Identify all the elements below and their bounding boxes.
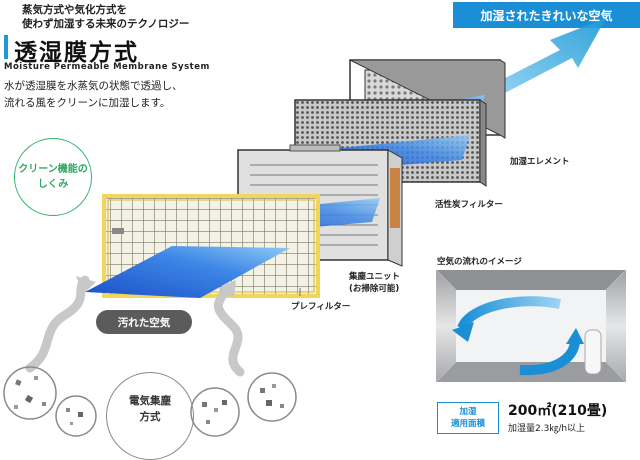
title-english: Moisture Permeable Membrane System: [4, 62, 210, 72]
mechanism-line1: クリーン機能の: [18, 164, 88, 175]
label-dust-unit-line1: 集塵ユニット: [349, 272, 401, 282]
mechanism-line2: しくみ: [37, 179, 69, 190]
dirty-air-arrowhead-left: [76, 276, 96, 294]
flow-title: 空気の流れのイメージ: [437, 257, 522, 267]
description-line2: 流れる風をクリーンに加湿します。: [4, 97, 171, 109]
electric-dust-badge: 電気集塵 方式: [106, 372, 194, 460]
clean-air-badge: 加湿されたきれいな空気: [453, 2, 640, 28]
area-badge-line1: 加湿: [459, 407, 477, 417]
subtitle-line2: 使わず加湿する未来のテクノロジー: [22, 18, 190, 30]
label-pre-filter: プレフィルター: [291, 302, 351, 312]
area-humidify-amount: 加湿量2.3㎏/h以上: [508, 424, 586, 434]
dust-particles-far-right: [247, 372, 297, 422]
label-dust-unit-line2: (お掃除可能): [349, 284, 400, 294]
area-badge: 加湿 適用面積: [437, 402, 499, 434]
dirty-air-arrows: [25, 275, 245, 377]
area-badge-line2: 適用面積: [450, 419, 485, 429]
dust-particles-middle: [55, 395, 97, 437]
subtitle: 蒸気方式や気化方式を 使わず加湿する未来のテクノロジー: [22, 3, 189, 31]
subtitle-line1: 蒸気方式や気化方式を: [22, 4, 127, 16]
label-humidifying-element: 加湿エレメント: [510, 157, 570, 167]
page-title: 透湿膜方式: [14, 40, 139, 66]
incoming-air-sheet: [85, 246, 290, 298]
area-value: 200㎡(210畳): [508, 403, 608, 419]
label-carbon-filter: 活性炭フィルター: [435, 200, 503, 210]
clean-mechanism-badge: クリーン機能の しくみ: [14, 138, 92, 216]
dirty-air-badge: 汚れた空気: [96, 310, 192, 334]
room-illustration: [435, 269, 627, 383]
dust-particles-right: [190, 387, 240, 437]
dirty-air-arrowhead-right: [218, 280, 236, 298]
dust-particles-left: [3, 366, 57, 420]
electric-line1: 電気集塵: [129, 395, 171, 407]
label-dust-unit: 集塵ユニット (お掃除可能): [349, 271, 400, 295]
description-line1: 水が透湿膜を水蒸気の状態で透過し、: [4, 80, 183, 92]
description: 水が透湿膜を水蒸気の状態で透過し、 流れる風をクリーンに加湿します。: [4, 78, 183, 112]
title-accent-bar: [4, 35, 8, 59]
electric-line2: 方式: [139, 411, 161, 423]
filter-diagram: [3, 18, 627, 437]
